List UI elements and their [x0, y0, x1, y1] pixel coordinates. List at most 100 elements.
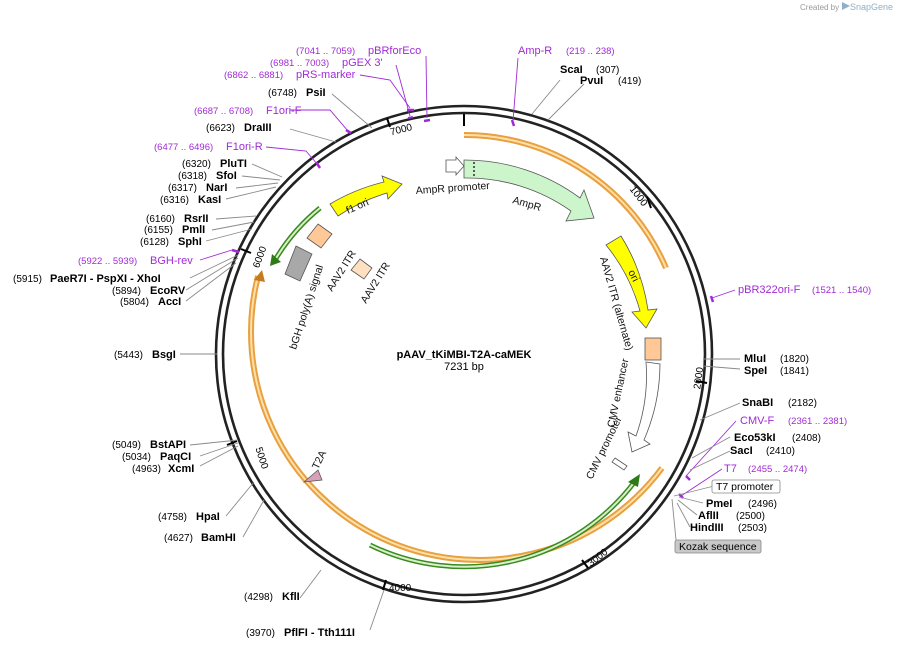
tick-5000: 5000: [252, 446, 269, 471]
site-psii: PsiI: [306, 87, 326, 99]
site-bsgi: BsgI: [152, 349, 176, 361]
tick-5000-mark: [226, 440, 238, 446]
primer-prs-marker-pos: (6862 .. 6881): [224, 70, 283, 81]
site-bamhi: BamHI: [201, 532, 236, 544]
feature-t2a: T2A: [302, 449, 329, 483]
primer-f1ori-r: F1ori-R: [226, 141, 263, 153]
site-pmli: PmlI: [182, 224, 205, 236]
site-paqci-pos: (5034): [122, 452, 151, 463]
site-pflfi-tth111i-pos: (3970): [246, 628, 275, 639]
site-kfli-pos: (4298): [244, 592, 273, 603]
gene-arrowhead-left: [270, 254, 281, 266]
site-eco53ki-pos: (2408): [792, 433, 821, 444]
site-paer7i-pspxi-xhoi: PaeR7I - PspXI - XhoI: [50, 273, 161, 285]
site-sfoi-pos: (6318): [178, 171, 207, 182]
tick-6000-mark: [240, 248, 252, 254]
site-hpai: HpaI: [196, 511, 220, 523]
site-pluti: PluTI: [220, 158, 247, 170]
site-xcmi: XcmI: [168, 463, 194, 475]
boxed-feature-t7-promoter: T7 promoter: [711, 479, 781, 494]
site-mlui: MluI: [744, 353, 766, 365]
site-saci-pos: (2410): [766, 446, 795, 457]
primer-cmv-f: CMV-F: [740, 415, 775, 427]
site-bstapi: BstAPI: [150, 439, 186, 451]
svg-text:Kozak sequence: Kozak sequence: [679, 541, 757, 553]
primer-amp-r-pos: (219 .. 238): [566, 46, 615, 57]
site-saci: SacI: [730, 445, 753, 457]
primer-pbrforeco: pBRforEco: [368, 45, 421, 57]
site-scai-pos: (307): [596, 65, 619, 76]
site-sphi: SphI: [178, 236, 202, 248]
site-eco53ki: Eco53kI: [734, 432, 776, 444]
primer-prs-marker: pRS-marker: [296, 69, 356, 81]
created-by-text: Created by: [800, 3, 839, 12]
snapgene-logo-icon: [842, 2, 850, 10]
site-psii-pos: (6748): [268, 88, 297, 99]
gene-arrowhead-bottom: [628, 474, 640, 487]
feature-aav2-itr-2: AAV2 ITR: [350, 258, 393, 306]
site-mlui-pos: (1820): [780, 354, 809, 365]
site-pluti-pos: (6320): [182, 159, 211, 170]
svg-text:AmpR: AmpR: [511, 194, 543, 214]
tick-4000: 4000: [389, 583, 412, 594]
feature-bgh-polya-signal: bGH poly(A) signal: [284, 245, 326, 351]
site-pmei-pos: (2496): [748, 499, 777, 510]
site-xcmi-pos: (4963): [132, 464, 161, 475]
site-kfli: KflI: [282, 591, 300, 603]
site-kasi-pos: (6316): [160, 195, 189, 206]
site-draiii-pos: (6623): [206, 123, 235, 134]
site-sfoi: SfoI: [216, 170, 237, 182]
site-draiii: DraIII: [244, 122, 272, 134]
site-pvui-pos: (419): [618, 76, 641, 87]
feature-ori: ori: [605, 235, 658, 329]
primer-f1ori-f-pos: (6687 .. 6708): [194, 106, 253, 117]
site-aflii: AflII: [698, 510, 719, 522]
primer-f1ori-r-pos: (6477 .. 6496): [154, 142, 213, 153]
site-pmei: PmeI: [706, 498, 732, 510]
site-aflii-pos: (2500): [736, 511, 765, 522]
tick-7000: 7000: [389, 122, 414, 138]
tick-4000-mark: [382, 579, 387, 591]
site-hindiii-pos: (2503): [738, 523, 767, 534]
site-pvui: PvuI: [580, 75, 603, 87]
site-nari-pos: (6317): [168, 183, 197, 194]
site-pmli-pos: (6155): [144, 225, 173, 236]
restriction-sites: ScaI (307) PvuI (419) MluI (1820) SpeI (…: [13, 64, 821, 639]
site-kasi: KasI: [198, 194, 221, 206]
primer-pbr322ori-f-pos: (1521 .. 1540): [812, 285, 871, 296]
site-leaders: [180, 79, 741, 631]
backbone-inner-ring: [221, 111, 707, 597]
site-hindiii: HindIII: [690, 522, 724, 534]
primer-amp-r: Amp-R: [518, 45, 552, 57]
boxed-feature-kozak-sequence: Kozak sequence: [674, 539, 762, 554]
primer-pbrforeco-pos: (7041 .. 7059): [296, 46, 355, 57]
primer-bgh-rev: BGH-rev: [150, 255, 193, 267]
primer-markers: [199, 55, 737, 499]
site-scai: ScaI: [560, 64, 583, 76]
primers: Amp-R (219 .. 238) pBR322ori-F (1521 .. …: [78, 45, 871, 475]
primer-t7: T7: [724, 463, 737, 475]
site-rsrii: RsrII: [184, 213, 208, 225]
site-bamhi-pos: (4627): [164, 533, 193, 544]
primer-cmv-f-pos: (2361 .. 2381): [788, 416, 847, 427]
site-sphi-pos: (6128): [140, 237, 169, 248]
orf-arrowhead: [254, 270, 265, 282]
primer-pgex-3-pos: (6981 .. 7003): [270, 58, 329, 69]
feature-ampr-promoter: AmpR promoter: [415, 155, 491, 197]
svg-text:ori: ori: [625, 268, 641, 284]
tick-3000-mark: [581, 559, 589, 569]
site-ecorv-pos: (5894): [112, 286, 141, 297]
site-ecorv: EcoRV: [150, 285, 186, 297]
tick-1000: 1000: [627, 184, 650, 209]
site-pflfi-tth111i: PflFI - Tth111I: [284, 627, 355, 639]
plasmid-name: pAAV_tKiMBI-T2A-caMEK: [397, 349, 532, 361]
site-bstapi-pos: (5049): [112, 440, 141, 451]
feature-f1-ori: f1 ori: [329, 175, 403, 217]
svg-text:CMV promoter: CMV promoter: [584, 414, 625, 481]
site-nari: NarI: [206, 182, 227, 194]
tick-6000: 6000: [251, 245, 269, 270]
primer-pgex-3: pGEX 3': [342, 57, 383, 69]
svg-text:T2A: T2A: [310, 449, 329, 472]
site-paer7i-pspxi-xhoi-pos: (5915): [13, 274, 42, 285]
